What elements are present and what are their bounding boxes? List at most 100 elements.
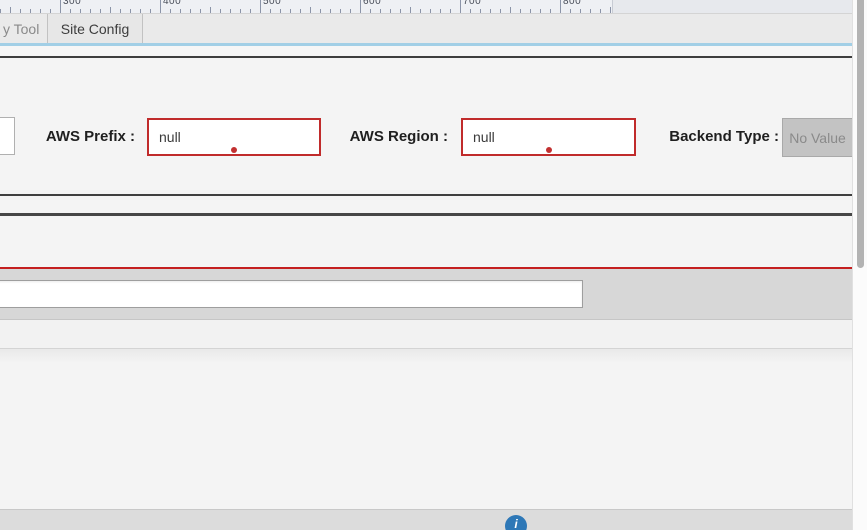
ruler-tick (80, 9, 81, 13)
ruler-tick (40, 9, 41, 13)
vertical-scrollbar-thumb[interactable] (857, 0, 864, 268)
footer-bar (0, 509, 852, 530)
site-config-form: AWS Prefix : AWS Region : Backend Type :… (0, 58, 853, 194)
validation-error-dot-icon (231, 147, 237, 153)
ruler-tick (490, 9, 491, 13)
cutoff-input-field[interactable] (0, 117, 15, 155)
ruler-tick (60, 0, 61, 13)
ruler-tick (530, 9, 531, 13)
aws-region-input[interactable] (461, 118, 636, 156)
horizontal-ruler: 300 400 500 600 700 800 (0, 0, 852, 13)
ruler-tick (0, 9, 1, 13)
ruler-tick (250, 9, 251, 13)
ruler-tick (130, 9, 131, 13)
ruler-tick (110, 7, 111, 13)
ruler-tick (220, 9, 221, 13)
ruler-tick (280, 9, 281, 13)
ruler-tick (230, 9, 231, 13)
aws-prefix-field-wrap (147, 118, 321, 156)
ruler-tick (420, 9, 421, 13)
section-divider (0, 348, 852, 349)
ruler-tick (330, 9, 331, 13)
aws-prefix-label: AWS Prefix : (45, 128, 135, 145)
spacer-band (0, 320, 852, 348)
ruler-tick (360, 0, 361, 13)
help-button[interactable]: i (505, 515, 527, 530)
ruler-tick (10, 7, 11, 13)
tab-bar: y Tool Site Config (0, 13, 852, 43)
ruler-tick (350, 9, 351, 13)
red-separator-line (0, 267, 852, 269)
backend-type-dropdown[interactable]: No Value (782, 118, 853, 157)
ruler-tick (260, 0, 261, 13)
ruler-tick (460, 0, 461, 13)
separator-line (0, 194, 852, 196)
filter-bar (0, 269, 852, 320)
ruler-tick (470, 9, 471, 13)
ruler-tick (120, 9, 121, 13)
ruler-tick (340, 9, 341, 13)
ruler-tick (320, 9, 321, 13)
ruler-tick (500, 9, 501, 13)
empty-content-area (0, 349, 852, 509)
ruler-label: 800 (563, 0, 582, 7)
ruler-tick (270, 9, 271, 13)
ruler-tick (550, 9, 551, 13)
ruler-scale: 300 400 500 600 700 800 (0, 0, 613, 13)
tab-y-tool[interactable]: y Tool (0, 14, 48, 43)
ruler-tick (610, 7, 611, 13)
ruler-tick (150, 9, 151, 13)
ruler-tick (540, 9, 541, 13)
ruler-tick (180, 9, 181, 13)
ruler-tick (160, 0, 161, 13)
ruler-tick (430, 9, 431, 13)
ruler-tick (210, 7, 211, 13)
ruler-tick (510, 7, 511, 13)
ruler-tick (390, 9, 391, 13)
validation-error-dot-icon (545, 147, 552, 153)
ruler-tick (520, 9, 521, 13)
spacer-band (0, 46, 852, 56)
ruler-tick (20, 9, 21, 13)
ruler-tick (200, 9, 201, 13)
ruler-tick (190, 9, 191, 13)
ruler-label: 400 (163, 0, 182, 7)
ruler-tick (370, 9, 371, 13)
ruler-tick (570, 9, 571, 13)
tab-underline (0, 43, 852, 46)
ruler-tick (560, 0, 561, 13)
tab-site-config[interactable]: Site Config (48, 14, 143, 43)
ruler-tick (380, 9, 381, 13)
ruler-tick (140, 9, 141, 13)
ruler-tick (240, 9, 241, 13)
ruler-tick (50, 9, 51, 13)
backend-type-value: No Value (789, 129, 846, 146)
ruler-tick (480, 9, 481, 13)
ruler-tick (600, 9, 601, 13)
ruler-label: 500 (263, 0, 282, 7)
filter-input[interactable] (0, 280, 583, 308)
aws-region-field-wrap (461, 118, 636, 156)
ruler-label: 700 (463, 0, 482, 7)
ruler-tick (580, 9, 581, 13)
ruler-tick (170, 9, 171, 13)
aws-region-label: AWS Region : (349, 128, 448, 145)
ruler-tick (410, 7, 411, 13)
info-icon: i (514, 517, 518, 530)
ruler-tick (450, 9, 451, 13)
tab-label: y Tool (3, 20, 40, 37)
ruler-tick (90, 9, 91, 13)
ruler-label: 300 (63, 0, 82, 7)
ruler-label: 600 (363, 0, 382, 7)
tab-label: Site Config (60, 20, 130, 37)
separator-line (0, 213, 852, 216)
ruler-tick (30, 9, 31, 13)
backend-type-label: Backend Type : (669, 128, 779, 145)
ruler-tick (300, 9, 301, 13)
vertical-scrollbar-track[interactable] (852, 0, 867, 530)
ruler-tick (440, 9, 441, 13)
ruler-tick (70, 9, 71, 13)
ruler-tick (290, 9, 291, 13)
ruler-tick (590, 9, 591, 13)
